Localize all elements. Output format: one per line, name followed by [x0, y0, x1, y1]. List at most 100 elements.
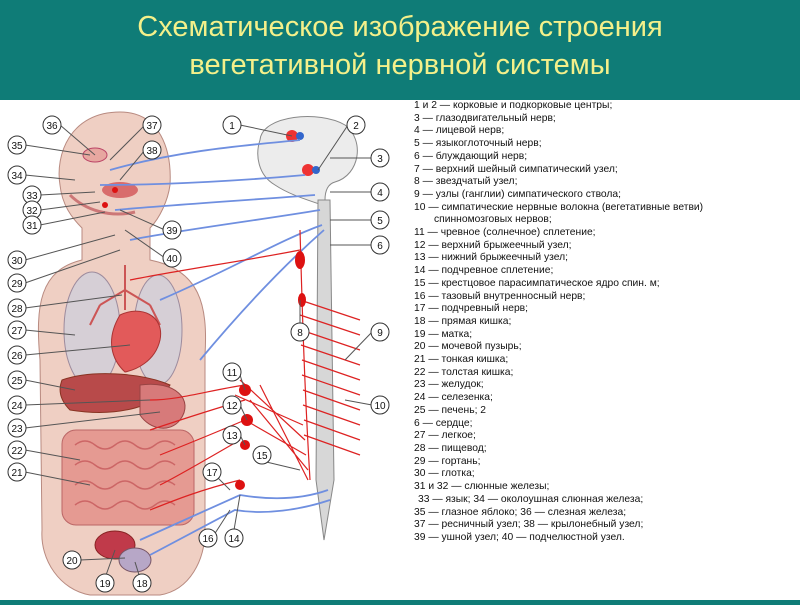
brain-and-spinal-cord — [257, 116, 358, 541]
label-2: 2 — [353, 121, 359, 132]
label-34: 34 — [11, 171, 23, 182]
callout-27: 27 — [7, 320, 76, 340]
label-25: 25 — [11, 376, 23, 387]
label-16: 16 — [202, 534, 214, 545]
title-line-2: вегетативной нервной системы — [189, 49, 611, 81]
callout-8: 8 — [290, 300, 310, 342]
callout-38: 38 — [119, 140, 162, 181]
label-10: 10 — [374, 401, 386, 412]
nervous-system-diagram: 1 2 3 4 5 6 8 9 10 11 12 13 14 15 16 17 … — [7, 111, 390, 596]
legend-item: 19 — матка; — [414, 328, 473, 340]
callout-26: 26 — [7, 344, 131, 365]
label-33: 33 — [26, 191, 38, 202]
legend-item: 25 — печень; 2 — [414, 404, 487, 416]
label-39: 39 — [166, 226, 178, 237]
legend-item: 8 — звездчатый узел; — [414, 176, 518, 188]
legend-item: 29 — гортань; — [414, 455, 481, 467]
callout-6: 6 — [330, 235, 390, 255]
label-15: 15 — [256, 451, 268, 462]
callout-25: 25 — [7, 370, 76, 391]
title-line-1: Схематическое изображение строения — [137, 11, 663, 43]
callout-11: 11 — [222, 362, 246, 391]
legend-item: 39 — ушной узел; 40 — подчелюстной узел. — [414, 531, 625, 543]
callout-31: 31 — [22, 211, 106, 235]
callout-1: 1 — [222, 115, 293, 137]
legend-item-continuation: спинномозговых нервов; — [434, 214, 552, 226]
legend-item: 21 — тонкая кишка; — [414, 354, 509, 366]
legend-item: 27 — легкое; — [414, 430, 476, 442]
legend-item: 30 — глотка; — [414, 468, 475, 480]
callout-20: 20 — [62, 550, 126, 570]
legend-item: 17 — подчревный нерв; — [414, 303, 529, 315]
legend-item: 20 — мочевой пузырь; — [414, 341, 522, 353]
label-38: 38 — [146, 146, 158, 157]
callout-16: 16 — [198, 509, 231, 548]
label-13: 13 — [226, 431, 238, 442]
callout-19: 19 — [95, 549, 116, 593]
label-8: 8 — [297, 328, 303, 339]
label-20: 20 — [66, 556, 78, 567]
legend-item: 11 — чревное (солнечное) сплетение; — [414, 227, 596, 239]
label-37: 37 — [146, 121, 158, 132]
legend-item: 12 — верхний брыжеечный узел; — [414, 239, 572, 251]
label-12: 12 — [226, 401, 238, 412]
label-18: 18 — [136, 579, 148, 590]
callout-14: 14 — [224, 494, 244, 548]
callout-30: 30 — [7, 234, 116, 270]
legend-item: 5 — языкоглоточный нерв; — [414, 138, 542, 150]
callout-3: 3 — [330, 148, 390, 168]
label-14: 14 — [228, 534, 240, 545]
label-40: 40 — [166, 254, 178, 265]
label-36: 36 — [46, 121, 58, 132]
legend-item: 6 — блуждающий нерв; — [414, 150, 528, 162]
label-23: 23 — [11, 424, 23, 435]
legend-item: 7 — верхний шейный симпатический узел; — [414, 163, 618, 175]
callout-21: 21 — [7, 462, 91, 486]
legend-item: 31 и 32 — слюнные железы; — [414, 481, 550, 493]
callout-18: 18 — [132, 561, 152, 593]
legend-item: 16 — тазовый внутренносный нерв; — [414, 290, 586, 302]
label-28: 28 — [11, 304, 23, 315]
callout-35: 35 — [7, 135, 91, 156]
figure-panel: 1 2 3 4 5 6 8 9 10 11 12 13 14 15 16 17 … — [0, 100, 800, 600]
legend-item: 37 — ресничный узел; 38 — крылонебный уз… — [414, 519, 644, 531]
parasympathetic-fibers — [99, 139, 331, 556]
legend-item: 35 — глазное яблоко; 36 — слезная железа… — [414, 506, 627, 518]
callout-4: 4 — [330, 182, 390, 202]
label-9: 9 — [377, 328, 383, 339]
label-27: 27 — [11, 326, 23, 337]
label-19: 19 — [99, 579, 111, 590]
legend-item: 22 — толстая кишка; — [414, 366, 514, 378]
right-callouts: 1 2 3 4 5 6 8 9 10 11 12 13 14 15 16 17 — [198, 115, 390, 548]
callout-17: 17 — [202, 462, 231, 491]
callout-9: 9 — [344, 322, 390, 361]
label-35: 35 — [11, 141, 23, 152]
callout-40: 40 — [124, 229, 182, 268]
label-29: 29 — [11, 279, 23, 290]
callout-23: 23 — [7, 411, 161, 438]
legend-item: 24 — селезенка; — [414, 392, 493, 404]
label-17: 17 — [206, 468, 218, 479]
legend-item: 10 — симпатические нервные волокна (веге… — [414, 201, 704, 213]
label-31: 31 — [26, 221, 38, 232]
callout-22: 22 — [7, 440, 81, 461]
label-22: 22 — [11, 446, 23, 457]
label-6: 6 — [377, 241, 383, 252]
legend-item: 14 — подчревное сплетение; — [414, 265, 554, 277]
callout-10: 10 — [344, 395, 390, 415]
legend-item: 4 — лицевой нерв; — [414, 125, 505, 137]
label-24: 24 — [11, 401, 23, 412]
label-3: 3 — [377, 154, 383, 165]
callout-29: 29 — [7, 249, 121, 293]
callout-2: 2 — [317, 115, 366, 171]
label-30: 30 — [11, 256, 23, 267]
legend-item: 15 — крестцовое парасимпатическое ядро с… — [414, 277, 660, 289]
legend-item: 1 и 2 — корковые и подкорковые центры; — [414, 100, 613, 111]
callout-13: 13 — [222, 425, 246, 446]
left-callouts: 36 37 35 38 34 33 32 31 39 40 30 29 28 2… — [7, 115, 182, 593]
legend-item: 6 — сердце; — [414, 417, 473, 429]
callout-24: 24 — [7, 395, 151, 415]
legend-item: 28 — пищевод; — [414, 442, 487, 454]
callout-34: 34 — [7, 165, 76, 185]
legend-item: 23 — желудок; — [414, 379, 484, 391]
